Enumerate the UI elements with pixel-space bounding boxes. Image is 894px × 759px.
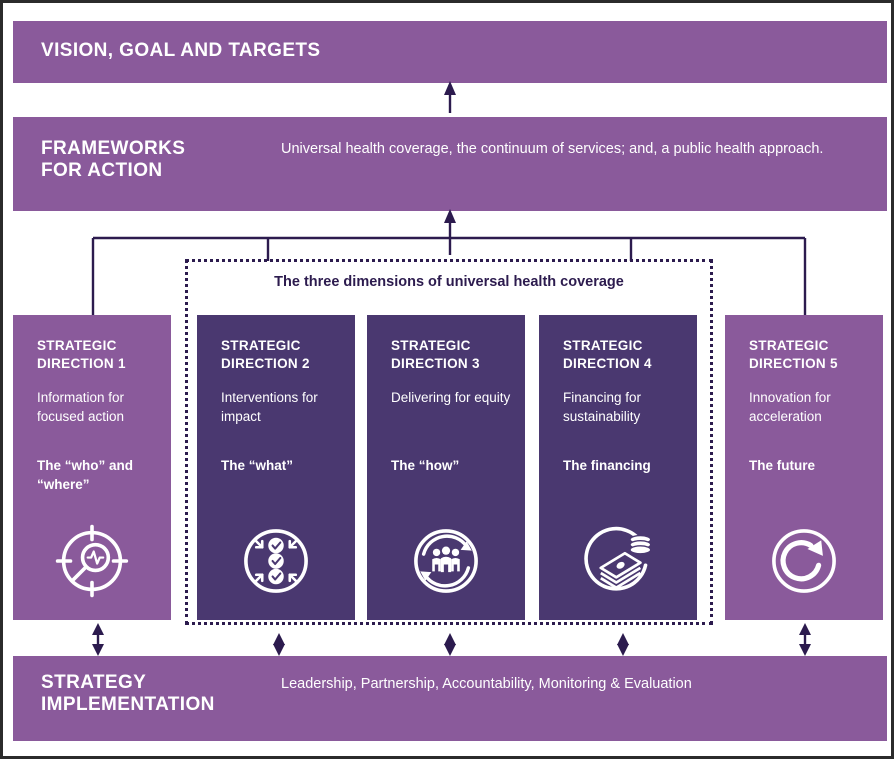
strategic-direction-5-tag: The future (749, 458, 815, 473)
checkmarks-in-circle-icon (197, 507, 355, 615)
circular-arrow-renewal-icon (725, 507, 883, 615)
strategic-direction-2-card[interactable]: STRATEGIC DIRECTION 2 Interventions for … (197, 315, 355, 620)
strategic-direction-5-card[interactable]: STRATEGIC DIRECTION 5 Innovation for acc… (725, 315, 883, 620)
uhc-dotted-box (185, 259, 713, 625)
strategic-direction-5-number: STRATEGIC DIRECTION 5 (749, 338, 838, 372)
strategic-direction-3-number: STRATEGIC DIRECTION 3 (391, 338, 480, 372)
strategic-direction-3-tag: The “how” (391, 458, 460, 473)
vision-goal-targets-title: VISION, GOAL AND TARGETS (41, 40, 321, 61)
frameworks-for-action-bar: FRAMEWORKS FOR ACTION Universal health c… (13, 117, 887, 211)
strategic-direction-1-tag: The “who” and “where” (37, 458, 133, 492)
strategic-direction-4-number: STRATEGIC DIRECTION 4 (563, 338, 652, 372)
strategic-direction-5-description: Innovation for acceleration (749, 390, 831, 424)
strategic-direction-4-tag: The financing (563, 458, 651, 473)
money-coins-icon (539, 507, 697, 615)
strategic-direction-2-number: STRATEGIC DIRECTION 2 (221, 338, 310, 372)
strategy-implementation-title: STRATEGY IMPLEMENTATION (41, 672, 215, 716)
strategy-implementation-bar: STRATEGY IMPLEMENTATION Leadership, Part… (13, 656, 887, 741)
strategic-direction-4-card[interactable]: STRATEGIC DIRECTION 4 Financing for sust… (539, 315, 697, 620)
uhc-box-heading: The three dimensions of universal health… (274, 274, 624, 290)
frameworks-for-action-title: FRAMEWORKS FOR ACTION (41, 138, 186, 182)
strategic-direction-2-tag: The “what” (221, 458, 294, 473)
strategic-direction-1-card[interactable]: STRATEGIC DIRECTION 1 Information for fo… (13, 315, 171, 620)
strategic-direction-3-card[interactable]: STRATEGIC DIRECTION 3 Delivering for equ… (367, 315, 525, 620)
vision-goal-targets-bar: VISION, GOAL AND TARGETS (13, 21, 887, 83)
strategic-direction-3-description: Delivering for equity (391, 390, 511, 405)
strategic-direction-2-description: Interventions for impact (221, 390, 318, 424)
strategy-implementation-body: Leadership, Partnership, Accountability,… (281, 676, 692, 692)
strategic-direction-1-description: Information for focused action (37, 390, 125, 424)
strategic-direction-1-number: STRATEGIC DIRECTION 1 (37, 338, 126, 372)
strategic-direction-4-description: Financing for sustainability (563, 390, 642, 424)
target-magnifier-heartbeat-icon (13, 507, 171, 615)
frameworks-for-action-body: Universal health coverage, the continuum… (281, 141, 824, 157)
people-cycle-icon (367, 507, 525, 615)
